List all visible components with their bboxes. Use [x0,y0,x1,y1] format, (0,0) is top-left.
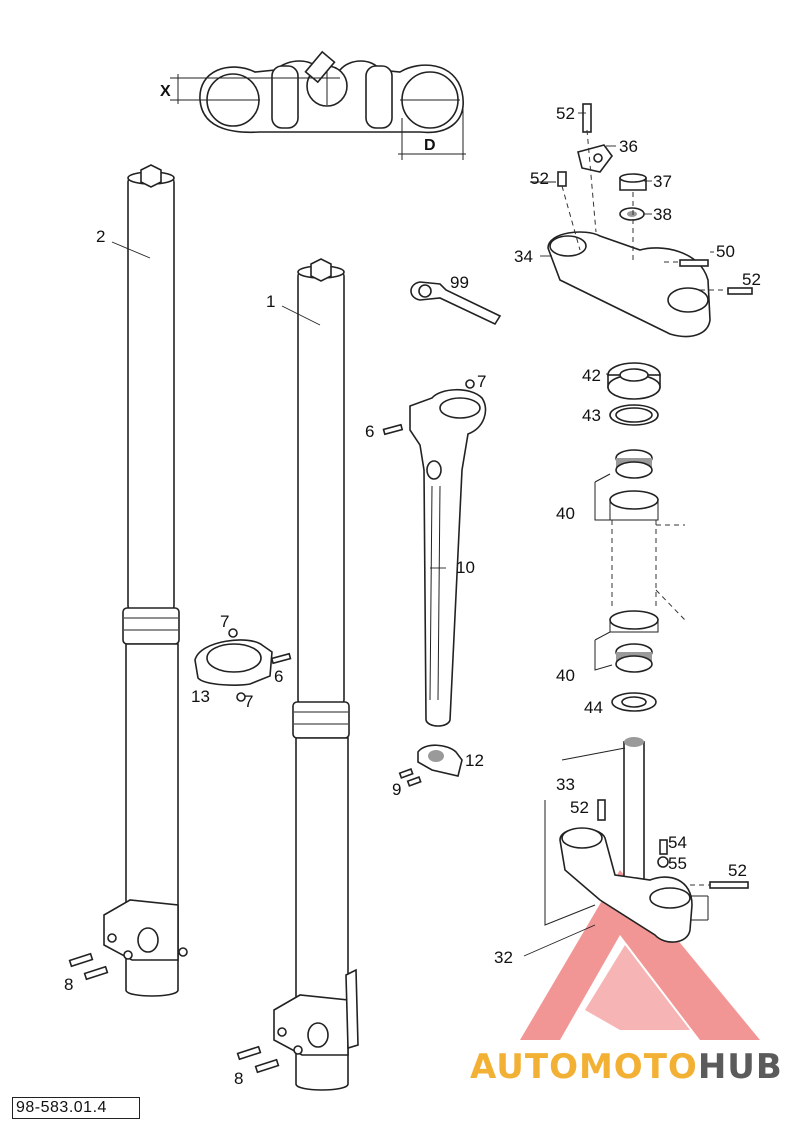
callout-52-d: 52 [570,798,589,817]
watermark-text-part-b: HUB [697,1047,783,1087]
callout-13: 13 [191,687,210,706]
callout-9: 9 [392,780,401,799]
callout-8-a: 8 [64,975,73,994]
callout-33: 33 [556,775,575,794]
watermark-logo-icon [520,870,760,1040]
fork-guard-10 [382,379,487,727]
dimension-x-label: X [160,83,171,100]
callout-6-a: 6 [365,422,374,441]
callout-52-b: 52 [530,169,549,188]
callout-40-b: 40 [556,666,575,685]
fork-leg-1 [236,258,359,1091]
callout-8-b: 8 [234,1069,243,1088]
callout-99: 99 [450,273,469,292]
callout-50: 50 [716,242,735,261]
callout-38: 38 [653,205,672,224]
callout-6-b: 6 [274,667,283,686]
fork-leg-2 [68,164,188,997]
callout-43: 43 [582,406,601,425]
callout-7-b: 7 [220,612,229,631]
dimension-d-label: D [424,137,436,154]
callout-2: 2 [96,227,105,246]
callout-52-e: 52 [728,861,747,880]
callout-54: 54 [668,833,687,852]
clamp-13 [194,628,292,702]
callout-52-c: 52 [742,270,761,289]
watermark-text: AUTOMOTOHUB [470,1047,783,1087]
steering-bearings [594,362,686,712]
callout-42: 42 [582,366,601,385]
watermark-text-part-a: AUTOMOTO [470,1047,698,1087]
document-code-box [12,1097,140,1119]
wrench-99 [410,281,502,326]
callout-55: 55 [668,854,687,873]
callout-1: 1 [266,292,275,311]
lower-triple-clamp-32 [544,737,749,943]
callout-44: 44 [584,698,603,717]
upper-triple-clamp-34 [547,103,753,338]
cable-clip-12 [398,744,463,787]
callout-7-a: 7 [477,372,486,391]
leader-lines [111,112,714,957]
callout-10: 10 [456,558,475,577]
callout-37: 37 [653,172,672,191]
document-code: 98-583.01.4 [16,1099,107,1116]
top-clamp-plan-view: X D [160,50,466,160]
callout-labels: 2 1 99 7 6 10 7 6 13 7 12 9 8 8 52 36 52… [64,104,761,1088]
callout-40-a: 40 [556,504,575,523]
callout-32: 32 [494,948,513,967]
callout-34: 34 [514,247,533,266]
callout-12: 12 [465,751,484,770]
callout-7-c: 7 [244,692,253,711]
callout-36: 36 [619,137,638,156]
callout-52-a: 52 [556,104,575,123]
